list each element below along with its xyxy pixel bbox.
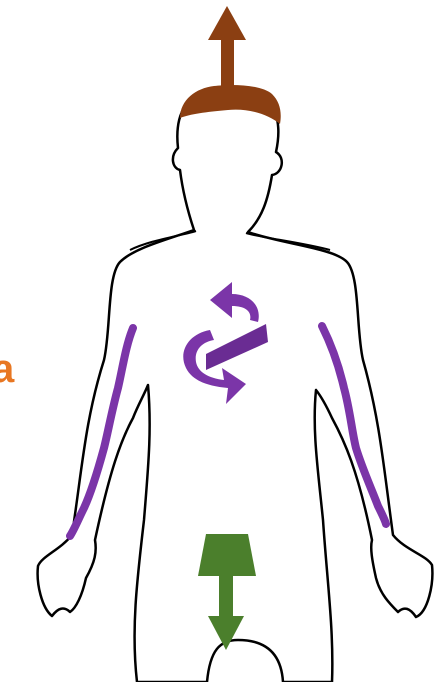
up-arrow-icon <box>208 6 246 90</box>
panel-label: a <box>0 346 14 392</box>
